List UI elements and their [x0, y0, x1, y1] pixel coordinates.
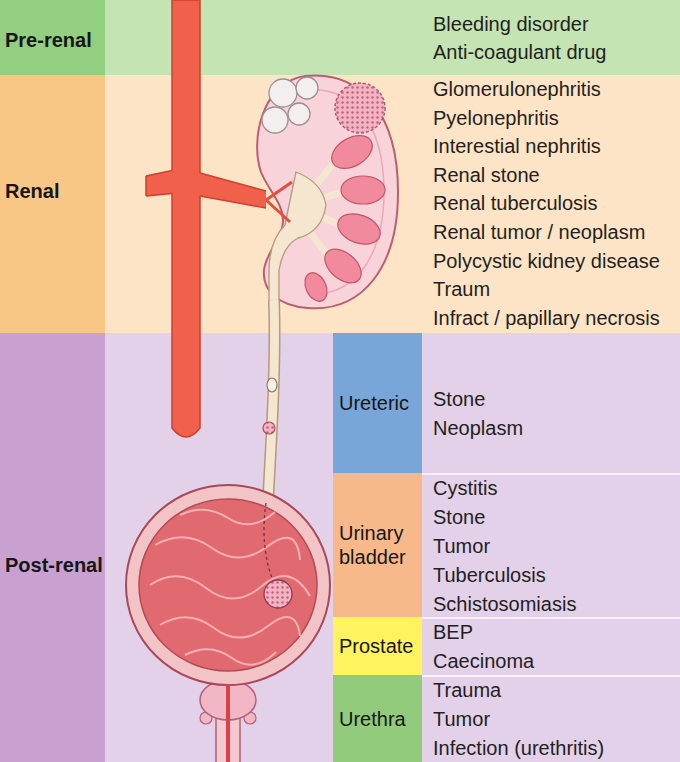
band-heading: Ureteric	[339, 391, 420, 415]
item-list: Bleeding disorderAnti-coagulant drug	[433, 10, 674, 66]
renal-pelvis	[266, 182, 292, 200]
urethral-lumen	[228, 684, 229, 762]
list-item: Infract / papillary necrosis	[433, 304, 674, 333]
vesica	[139, 499, 317, 671]
renal-pelvis	[266, 172, 326, 302]
band-box: Post-renalUretericStoneNeoplasmUrinary b…	[0, 333, 680, 762]
cyst	[262, 107, 288, 133]
renal-pelvis	[266, 200, 290, 222]
sub-band-box: Urinary bladder CystitisStoneTumorTubercu…	[333, 473, 680, 617]
sub-band-box: Prostate BEPCaecinoma	[333, 617, 680, 675]
item-list: TraumaTumorInfection (urethritis)	[433, 676, 674, 762]
list-item: Pyelonephritis	[433, 104, 674, 133]
urethral-lumen	[226, 684, 230, 762]
aorta	[145, 176, 147, 196]
pyramid	[301, 269, 332, 305]
pyramid	[334, 208, 385, 249]
list-item: Infection (urethritis)	[433, 734, 674, 762]
label-cell: Urinary bladder	[333, 473, 422, 617]
list-item: Tuberculosis	[433, 561, 674, 590]
band-heading: Renal	[5, 179, 103, 203]
renal-artery	[200, 173, 266, 191]
aorta	[146, 171, 172, 177]
vesica	[180, 510, 275, 525]
ureter-duct	[268, 300, 275, 500]
band-heading: Urinary bladder	[339, 521, 420, 569]
renal-artery	[200, 196, 266, 208]
list-item: Anti-coagulant drug	[433, 38, 674, 66]
list-item: BEP	[433, 618, 674, 647]
label-cell: Renal	[0, 75, 105, 333]
aorta	[172, 0, 200, 437]
list-item: Interestial nephritis	[433, 132, 674, 161]
band-box: Pre-renal Bleeding disorderAnti-coagulant…	[0, 0, 680, 75]
list-item: Polycystic kidney disease	[433, 247, 674, 276]
band-box: Renal GlomerulonephritisPyelonephritisInt…	[0, 75, 680, 333]
list-item: Bleeding disorder	[433, 10, 674, 38]
renal-mass	[335, 83, 385, 133]
vesica	[185, 649, 276, 665]
list-item: Cystitis	[433, 474, 674, 503]
sub-band-box: Ureteric StoneNeoplasm	[333, 333, 680, 473]
list-item: Neoplasm	[433, 414, 674, 443]
cyst	[296, 77, 318, 99]
aorta	[146, 194, 172, 197]
sub-band-box: Urethra TraumaTumorInfection (urethritis)	[333, 675, 680, 762]
band-ground	[0, 0, 680, 75]
label-cell: Post-renal	[0, 333, 105, 762]
list-item: Stone	[433, 503, 674, 532]
vesica	[155, 537, 300, 560]
cyst	[262, 77, 318, 133]
list-item: Traum	[433, 275, 674, 304]
item-list: StoneNeoplasm	[433, 385, 674, 443]
band-ground	[0, 75, 680, 333]
kidney	[257, 75, 398, 308]
pyramid	[326, 129, 378, 175]
renal-artery	[196, 172, 266, 208]
list-item: Trauma	[433, 676, 674, 705]
aorta	[146, 0, 200, 437]
label-cell: Urethra	[333, 675, 422, 762]
ureter-duct	[268, 300, 275, 500]
ureter-duct	[263, 422, 275, 434]
band-heading: Urethra	[339, 707, 420, 731]
vesica	[264, 503, 272, 578]
vesica	[264, 580, 292, 608]
band-heading: Prostate	[339, 634, 420, 658]
kidney	[257, 75, 398, 308]
list-item: Caecinoma	[433, 647, 674, 676]
vesica	[126, 485, 330, 685]
aorta	[146, 170, 176, 196]
item-list: BEPCaecinoma	[433, 618, 674, 676]
renal-artery	[196, 172, 266, 208]
band-ground	[0, 333, 680, 762]
item-list: GlomerulonephritisPyelonephritisInterest…	[433, 75, 674, 332]
list-item: Renal tumor / neoplasm	[433, 218, 674, 247]
list-item: Schistosomiasis	[433, 590, 674, 619]
ureter-duct	[263, 300, 277, 500]
ureter-duct	[267, 378, 277, 392]
band-heading: Post-renal	[5, 553, 103, 577]
vesica	[126, 485, 330, 685]
band-heading: Pre-renal	[5, 28, 103, 52]
cyst	[288, 103, 310, 125]
list-item: Renal stone	[433, 161, 674, 190]
pyramid	[341, 176, 385, 204]
label-cell: Prostate	[333, 617, 422, 675]
list-item: Tumor	[433, 705, 674, 734]
list-item: Glomerulonephritis	[433, 75, 674, 104]
list-item: Stone	[433, 385, 674, 414]
vesica	[160, 617, 300, 637]
label-cell: Pre-renal	[0, 0, 105, 75]
cyst	[269, 79, 297, 107]
list-item: Renal tuberculosis	[433, 189, 674, 218]
renal-mass	[335, 83, 385, 133]
label-cell: Ureteric	[333, 333, 422, 473]
pyramid	[319, 243, 368, 290]
item-list: CystitisStoneTumorTuberculosisSchistosom…	[433, 474, 674, 619]
list-item: Tumor	[433, 532, 674, 561]
